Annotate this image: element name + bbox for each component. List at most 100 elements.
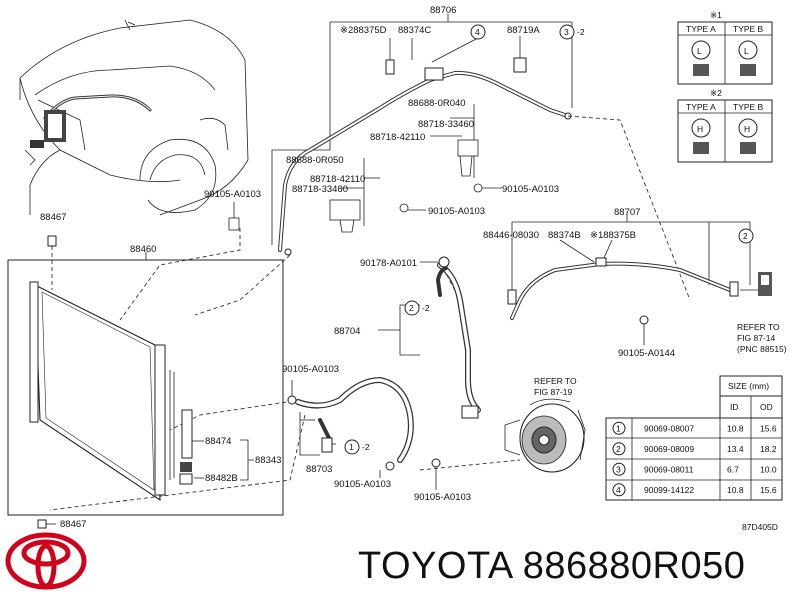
label-90105-A0103-e: 90105-A0103 [334,479,391,490]
label-88719A: 88719A [507,25,540,36]
label-88718-33460-b: 88718-33460 [292,184,348,195]
label-88374C: 88374C [398,25,431,36]
svg-text:H: H [744,124,750,134]
size-table-row: 4 90099-14122 10.8 15.6 [612,483,777,497]
pipe-88707-group [507,214,772,345]
svg-text:1: 1 [349,442,354,452]
size-row-od: 10.0 [760,464,777,474]
svg-text:L: L [697,46,702,56]
svg-text:TYPE B: TYPE B [733,102,764,112]
label-90178-A0101: 90178-A0101 [360,258,417,269]
condenser-88460 [7,235,284,529]
size-row-no: 2 [616,444,621,454]
label-88467-b: 88467 [60,519,86,530]
label-90105-A0103-a: 90105-A0103 [502,184,559,195]
svg-text:-2: -2 [577,27,585,37]
compressor-illustration [504,398,586,473]
size-row-no: 1 [616,423,621,433]
size-row-part: 90069-08007 [644,423,694,433]
circle-callout-2-mid: 2 -2 [404,300,430,316]
size-row-id: 10.8 [727,423,744,433]
label-90105-A0103-f: 90105-A0103 [414,492,471,503]
svg-text:-2: -2 [422,303,430,313]
size-row-no: 3 [616,464,621,474]
label-88374B: 88374B [548,230,581,241]
circle-callout-4-top: 4 [470,24,486,40]
refer-fig-87-19-line1: REFER TO [534,376,577,386]
size-row-id: 13.4 [727,444,744,454]
svg-text:TYPE A: TYPE A [686,24,716,34]
hose-88704-group [378,256,481,419]
label-88474: 88474 [205,436,231,447]
car-illustration [19,19,249,216]
size-col-od: OD [760,402,773,412]
svg-text:TYPE B: TYPE B [733,24,764,34]
label-88703: 88703 [306,464,332,475]
size-row-id: 6.7 [727,464,739,474]
label-90105-A0103-b: 90105-A0103 [428,206,485,217]
svg-text:4: 4 [475,27,480,37]
bolt-icon-a [228,202,240,231]
size-row-part: 90099-14122 [644,485,694,495]
refer-fig-87-14-line3: (PNC 88515) [737,344,787,354]
svg-text:2: 2 [743,231,748,241]
size-table-row: 3 90069-08011 6.7 10.0 [612,462,777,476]
size-row-part: 90069-08009 [644,444,694,454]
svg-text:※1: ※1 [710,10,722,20]
size-col-id: ID [730,402,739,412]
size-row-part: 90069-08011 [644,464,694,474]
circle-callout-1-low: 1 -2 [344,439,370,455]
svg-text:※2: ※2 [710,88,722,98]
svg-text:-2: -2 [362,442,370,452]
type-table-2: ※2 TYPE A TYPE B H H [677,88,773,163]
toyota-logo-icon [5,532,87,590]
label-88688-0R050: 88688-0R050 [286,155,344,166]
refer-fig-87-14-line2: FIG 87-14 [737,333,776,343]
label-88706: 88706 [430,5,456,16]
clamp-upper-group [329,104,502,233]
svg-text:TYPE A: TYPE A [686,102,716,112]
size-table-row: 2 90069-08009 13.4 18.2 [612,442,777,456]
brand-name: TOYOTA [358,545,512,587]
pipe-88706-group [271,14,573,256]
size-row-circle [612,483,626,497]
label-88446-08030: 88446-08030 [483,230,539,241]
circle-callout-3-top: 3 -2 [559,24,585,40]
label-88482B: 88482B [205,473,238,484]
size-row-circle [612,462,626,476]
size-row-od: 18.2 [760,444,777,454]
label-88688-0R040: 88688-0R040 [408,98,466,109]
size-row-id: 10.8 [727,485,744,495]
size-table-title: SIZE (mm) [728,381,769,391]
label-90105-A0103-c: 90105-A0103 [204,189,261,200]
label-88460: 88460 [130,244,156,255]
size-row-od: 15.6 [760,423,777,433]
brand-part-number: TOYOTA 886880R050 [358,547,745,585]
svg-text:3: 3 [564,27,569,37]
hose-88703-group [287,377,441,490]
label-88375D: ※288375D [340,25,387,36]
svg-text:H: H [697,124,703,134]
circle-callout-2-right: 2 [738,228,754,244]
label-90105-A0103-d: 90105-A0103 [282,364,339,375]
label-88343: 88343 [255,455,281,466]
size-table: SIZE (mm) ID OD 1 90069-08007 10.8 15.6 2 900… [605,375,783,501]
type-table-1: ※1 TYPE A TYPE B L L [677,10,773,85]
label-88718-42110-a: 88718-42110 [370,132,425,143]
label-88718-42110-b: 88718-42110 [310,174,365,185]
label-88375B: ※188375B [590,230,636,241]
size-row-circle [612,421,626,435]
size-row-no: 4 [616,485,621,495]
drawing-code: 87D405D [742,522,778,532]
label-88467-a: 88467 [40,212,66,223]
label-88718-33460-a: 88718-33460 [418,119,474,130]
size-row-circle [612,442,626,456]
svg-text:L: L [744,46,749,56]
size-row-od: 15.6 [760,485,777,495]
refer-fig-87-14-line1: REFER TO [737,322,780,332]
label-90105-A0144: 90105-A0144 [618,348,675,359]
svg-text:2: 2 [409,303,414,313]
size-table-row: 1 90069-08007 10.8 15.6 [612,421,777,435]
